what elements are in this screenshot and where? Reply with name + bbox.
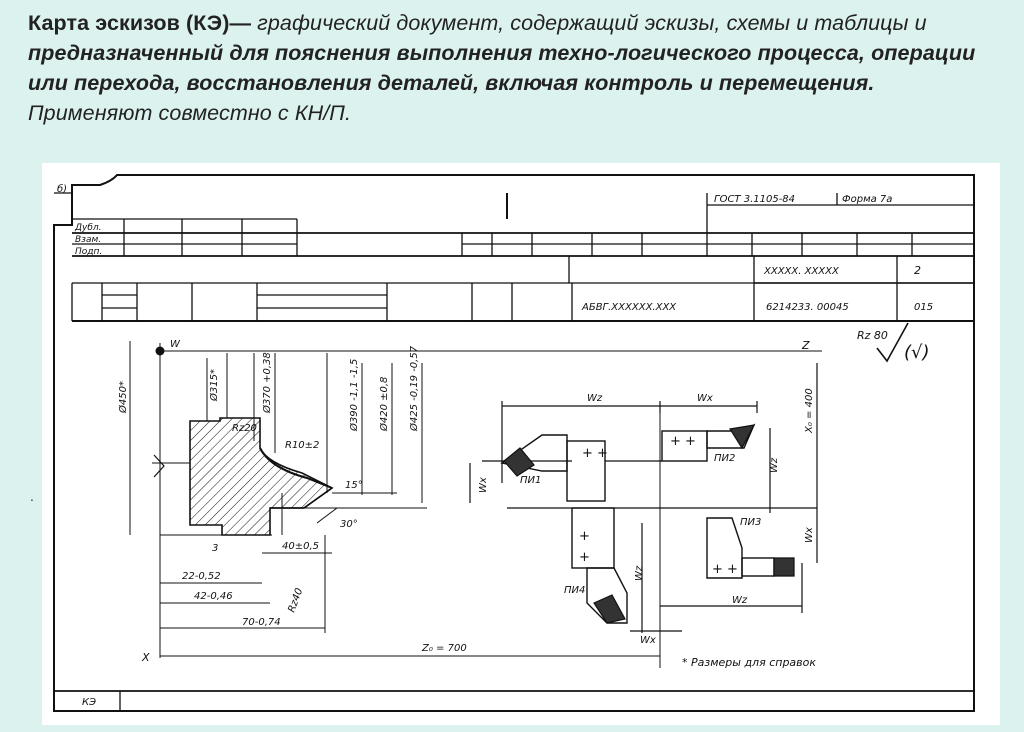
definition-bold: предназначенный для пояснения выполнения… bbox=[28, 41, 976, 95]
w-label-wx-3: Wx bbox=[804, 527, 815, 543]
roughness-value: Rz 80 bbox=[857, 329, 888, 342]
dim-d390: Ø390 -1,1 -1,5 bbox=[348, 359, 360, 432]
dim-len70: 70-0,74 bbox=[242, 617, 281, 628]
tool-pi3: ПИ3 bbox=[740, 517, 761, 528]
dim-x0: X₀ = 400 bbox=[804, 388, 815, 434]
plus-marks-4: + bbox=[579, 550, 590, 565]
w-label-wx-4: Wx bbox=[640, 635, 656, 646]
sketch-card-image: б) ГОСТ 3.1105-84 Форма 7а Дубл. Взам. П… bbox=[42, 163, 1000, 725]
dim-angle30: 30° bbox=[340, 519, 358, 530]
operation-number: 015 bbox=[914, 302, 933, 313]
tool-pi2: ПИ2 bbox=[714, 453, 735, 464]
dim-mark3: 3 bbox=[212, 543, 218, 554]
w-label-wz-2: Wz bbox=[769, 457, 780, 473]
dim-d425: Ø425 -0,19 -0,57 bbox=[408, 345, 420, 432]
reference-note: * Размеры для справок bbox=[682, 656, 816, 669]
w-label-wx-1: Wx bbox=[697, 393, 713, 404]
footer-code: КЭ bbox=[82, 697, 96, 708]
dim-d420: Ø420 ±0,8 bbox=[378, 377, 390, 432]
sketch-card-drawing: б) ГОСТ 3.1105-84 Форма 7а Дубл. Взам. П… bbox=[53, 174, 975, 712]
plus-marks-2: + + bbox=[670, 434, 696, 449]
definition-plain: графический документ, содержащий эскизы,… bbox=[251, 11, 927, 35]
w-label-wz-3: Wz bbox=[634, 565, 645, 581]
designation-code: АБВГ.ХХХХХХ.ХХХ bbox=[581, 302, 677, 313]
dim-rz20: Rz20 bbox=[232, 423, 257, 434]
part-number: 6214233. 00045 bbox=[766, 302, 849, 313]
dim-d370: Ø370 +0,38 bbox=[261, 352, 273, 414]
plus-marks-1: + + bbox=[582, 446, 608, 461]
axis-x: X bbox=[141, 651, 150, 664]
row-vzam: Взам. bbox=[75, 235, 101, 245]
form-variant: б) bbox=[57, 183, 67, 195]
tool-layout: + + + + + + + + bbox=[469, 363, 818, 633]
slide-description: Карта эскизов (КЭ)— графический документ… bbox=[28, 8, 998, 128]
axis-z: Z bbox=[801, 339, 810, 352]
row-podp: Подп. bbox=[75, 247, 102, 257]
form-name: Форма 7а bbox=[842, 194, 892, 205]
gost-standard: ГОСТ 3.1105-84 bbox=[714, 194, 795, 205]
bullet-dot: . bbox=[30, 488, 34, 504]
tool-pi1: ПИ1 bbox=[520, 475, 541, 486]
w-label-wz-4: Wz bbox=[732, 595, 748, 606]
tool-pi4: ПИ4 bbox=[564, 585, 585, 596]
row-dubl: Дубл. bbox=[74, 223, 102, 233]
sheet-number: 2 bbox=[914, 264, 921, 277]
code-1: ХХХХХ. ХХХХХ bbox=[763, 266, 840, 277]
dim-d315: Ø315* bbox=[208, 369, 220, 402]
roughness-sign: (√) bbox=[904, 342, 930, 363]
w-label-wx-2: Wx bbox=[478, 477, 489, 493]
dim-z0: Z₀ = 700 bbox=[421, 643, 467, 654]
dim-d450: Ø450* bbox=[117, 381, 129, 414]
usage-note: Применяют совместно с КН/П. bbox=[28, 101, 352, 125]
axis-w: W bbox=[170, 339, 181, 350]
plus-marks-3: + bbox=[579, 529, 590, 544]
plus-marks-5: + + bbox=[712, 562, 738, 577]
dim-len42: 42-0,46 bbox=[194, 591, 233, 602]
dim-r10: R10±2 bbox=[285, 440, 319, 451]
dim-angle15: 15° bbox=[345, 480, 363, 491]
w-label-wz-1: Wz bbox=[587, 393, 603, 404]
dim-rz40: Rz40 bbox=[286, 587, 305, 614]
dim-len40: 40±0,5 bbox=[282, 541, 319, 552]
dim-len22: 22-0,52 bbox=[182, 571, 221, 582]
term-title: Карта эскизов (КЭ)— bbox=[28, 11, 252, 35]
